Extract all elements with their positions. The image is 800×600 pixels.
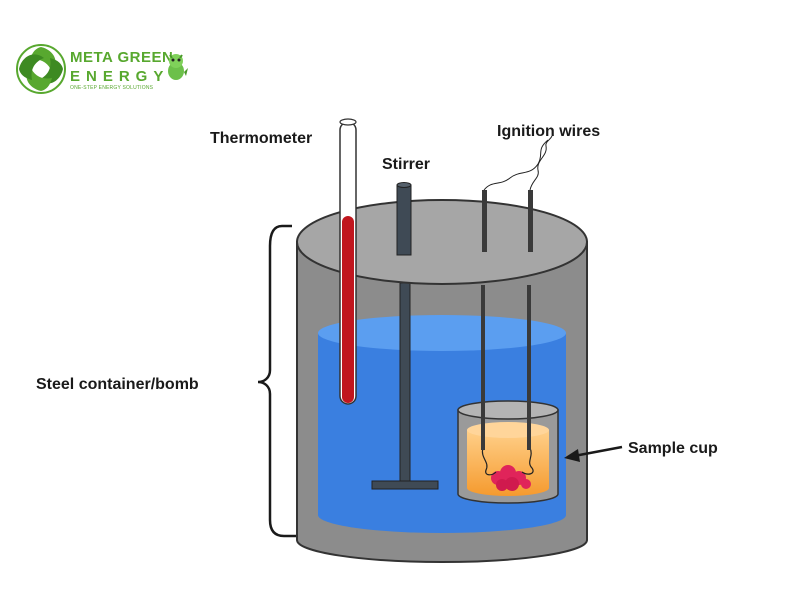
sample-cup-arrow	[564, 445, 623, 462]
thermometer	[339, 118, 357, 405]
ignition-rods	[481, 285, 531, 450]
brand-logo: META GREEN ENERGY ONE-STEP ENERGY SOLUTI…	[14, 40, 194, 100]
logo-tagline: ONE-STEP ENERGY SOLUTIONS	[70, 85, 154, 91]
label-sample-cup: Sample cup	[628, 440, 718, 457]
sample-cup	[457, 400, 559, 504]
label-thermometer: Thermometer	[210, 130, 312, 147]
dragon-mascot-icon	[168, 54, 188, 80]
logo-name-line2: ENERGY	[70, 68, 170, 85]
swirl-logo-icon	[16, 44, 66, 94]
container-lid	[296, 199, 588, 285]
container-bracket	[257, 224, 296, 538]
ignition-posts	[482, 135, 553, 252]
label-stirrer: Stirrer	[382, 156, 430, 173]
logo-name-line1: META GREEN	[70, 49, 174, 66]
stirrer-handle	[396, 182, 412, 256]
label-ignition-wires: Ignition wires	[497, 123, 600, 140]
sample-pellet	[491, 465, 531, 491]
label-steel-container: Steel container/bomb	[36, 376, 199, 393]
